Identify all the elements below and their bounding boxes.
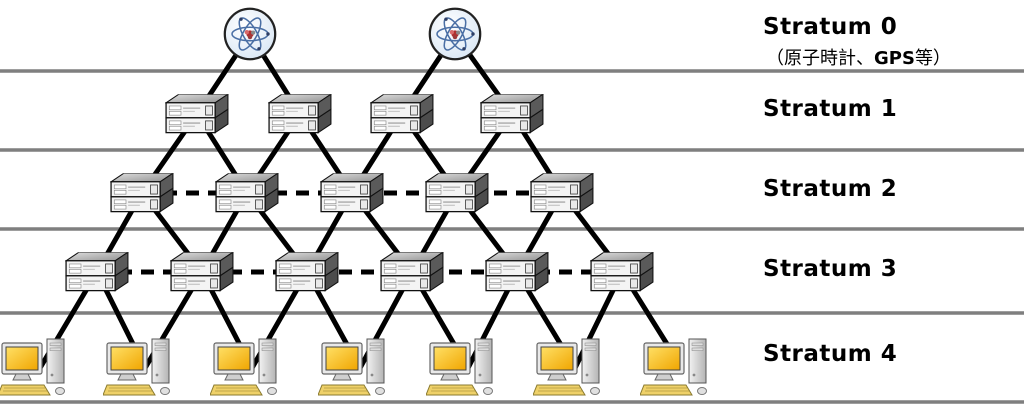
stratum2-server-1 — [110, 173, 174, 214]
server-icon — [110, 173, 174, 214]
stratum2-server-5 — [530, 173, 594, 214]
server-icon — [165, 94, 229, 135]
server-icon — [480, 94, 544, 135]
desktop-computer-icon — [210, 337, 294, 399]
stratum2-server-4 — [425, 173, 489, 214]
server-icon — [215, 173, 279, 214]
stratum3-server-1 — [65, 252, 129, 293]
server-icon — [268, 94, 332, 135]
stratum0-atomic-clock-1 — [223, 7, 277, 61]
stratum4-client-1 — [0, 337, 82, 399]
stratum4-client-6 — [533, 337, 617, 399]
stratum4-client-2 — [103, 337, 187, 399]
stratum3-server-3 — [275, 252, 339, 293]
desktop-computer-icon — [318, 337, 402, 399]
stratum4-client-5 — [426, 337, 510, 399]
stratum1-server-4 — [480, 94, 544, 135]
server-icon — [370, 94, 434, 135]
atomic-clock-icon — [428, 7, 482, 61]
server-icon — [65, 252, 129, 293]
server-icon — [170, 252, 234, 293]
desktop-computer-icon — [533, 337, 617, 399]
desktop-computer-icon — [640, 337, 724, 399]
stratum1-server-2 — [268, 94, 332, 135]
server-icon — [485, 252, 549, 293]
stratum1-server-3 — [370, 94, 434, 135]
stratum3-server-4 — [380, 252, 444, 293]
server-icon — [530, 173, 594, 214]
desktop-computer-icon — [103, 337, 187, 399]
stratum4-client-3 — [210, 337, 294, 399]
desktop-computer-icon — [426, 337, 510, 399]
desktop-computer-icon — [0, 337, 82, 399]
server-icon — [590, 252, 654, 293]
server-icon — [380, 252, 444, 293]
stratum1-server-1 — [165, 94, 229, 135]
stratum2-server-3 — [320, 173, 384, 214]
server-icon — [275, 252, 339, 293]
stratum4-client-4 — [318, 337, 402, 399]
atomic-clock-icon — [223, 7, 277, 61]
stratum3-server-6 — [590, 252, 654, 293]
stratum3-server-5 — [485, 252, 549, 293]
stratum4-client-7 — [640, 337, 724, 399]
stratum2-server-2 — [215, 173, 279, 214]
stratum0-atomic-clock-2 — [428, 7, 482, 61]
stratum3-server-2 — [170, 252, 234, 293]
server-icon — [425, 173, 489, 214]
server-icon — [320, 173, 384, 214]
